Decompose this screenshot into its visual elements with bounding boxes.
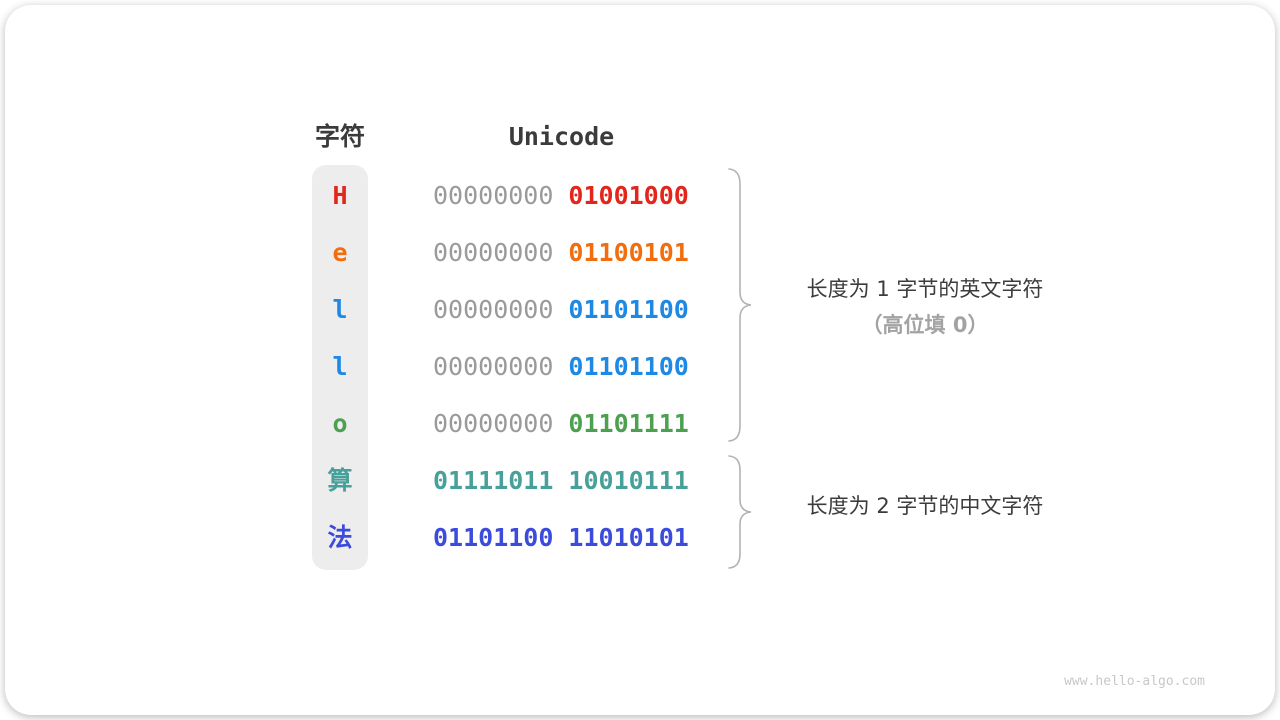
low-byte: 11010101 bbox=[568, 523, 689, 552]
annotation-english-line1: 长度为 1 字节的英文字符 bbox=[806, 277, 1044, 301]
unicode-bits: 01101100 11010101 bbox=[433, 522, 689, 554]
high-byte: 01101100 bbox=[433, 523, 554, 552]
high-byte: 00000000 bbox=[433, 295, 554, 324]
character-cell: o bbox=[332, 409, 348, 438]
unicode-bits: 00000000 01101100 bbox=[433, 351, 689, 383]
brace-chinese-group bbox=[728, 455, 752, 569]
low-byte: 01001000 bbox=[568, 181, 689, 210]
annotation-chinese: 长度为 2 字节的中文字符 bbox=[750, 488, 1100, 524]
unicode-bits: 00000000 01101111 bbox=[433, 408, 689, 440]
diagram-card: 字符 Unicode H 00000000 01001000 e 00000000… bbox=[5, 5, 1275, 715]
unicode-bits: 01111011 10010111 bbox=[433, 465, 689, 497]
high-byte: 00000000 bbox=[433, 409, 554, 438]
high-byte: 00000000 bbox=[433, 352, 554, 381]
unicode-bits: 00000000 01001000 bbox=[433, 180, 689, 212]
char-column-background bbox=[312, 165, 368, 570]
unicode-bits: 00000000 01101100 bbox=[433, 294, 689, 326]
high-byte: 01111011 bbox=[433, 466, 554, 495]
unicode-column-header: Unicode bbox=[508, 122, 615, 151]
low-byte: 10010111 bbox=[568, 466, 689, 495]
low-byte: 01101100 bbox=[568, 295, 689, 324]
character-cell: e bbox=[332, 238, 348, 267]
brace-english-group bbox=[728, 168, 752, 442]
character-cell: l bbox=[332, 352, 348, 381]
low-byte: 01101100 bbox=[568, 352, 689, 381]
high-byte: 00000000 bbox=[433, 238, 554, 267]
character-cell: l bbox=[332, 295, 348, 324]
character-cell: 法 bbox=[327, 523, 353, 552]
low-byte: 01100101 bbox=[568, 238, 689, 267]
low-byte: 01101111 bbox=[568, 409, 689, 438]
high-byte: 00000000 bbox=[433, 181, 554, 210]
annotation-english: 长度为 1 字节的英文字符 （高位填 0） bbox=[750, 271, 1100, 343]
annotation-english-line2: （高位填 0） bbox=[861, 313, 989, 337]
annotation-chinese-line1: 长度为 2 字节的中文字符 bbox=[806, 494, 1044, 518]
char-column-header: 字符 bbox=[314, 122, 365, 151]
character-cell: H bbox=[332, 181, 348, 210]
unicode-bits: 00000000 01100101 bbox=[433, 237, 689, 269]
character-cell: 算 bbox=[327, 466, 353, 495]
watermark-url: www.hello-algo.com bbox=[1064, 674, 1205, 689]
